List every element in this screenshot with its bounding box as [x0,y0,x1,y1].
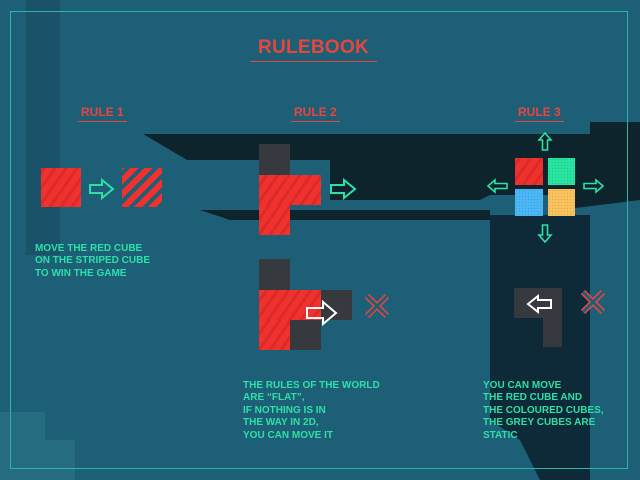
rule-3-heading: RULE 3 [515,105,564,122]
striped-target-cube [122,168,162,207]
yellow-cube [548,189,575,216]
grey-cube [543,318,562,347]
rule-2-text: THE RULES OF THE WORLD ARE “FLAT”, IF NO… [243,380,380,441]
rule-2-heading: RULE 2 [291,105,340,122]
red-cube [259,175,321,205]
rule-1-heading: RULE 1 [78,105,127,122]
green-cube [548,158,575,185]
arrow-right-icon [330,178,357,200]
arrow-left-icon [526,294,552,314]
arrow-down-icon [537,224,553,243]
arrow-right-icon [306,300,338,326]
rule-3-text: YOU CAN MOVE THE RED CUBE AND THE COLOUR… [483,380,604,441]
blocked-x-icon [364,293,390,319]
arrow-right-icon [583,178,604,194]
arrow-right-icon [89,178,115,200]
red-cube [259,320,290,350]
grey-cube [259,144,290,175]
blocked-x-icon [580,289,606,315]
arrow-up-icon [537,132,553,151]
page-title: RULEBOOK [250,37,377,62]
grey-cube [290,320,321,350]
rule-1-text: MOVE THE RED CUBE ON THE STRIPED CUBE TO… [35,243,151,279]
red-cube [259,205,290,235]
red-cube [515,158,543,185]
blue-cube [515,189,543,216]
rulebook-frame [10,11,628,469]
red-cube [41,168,81,207]
grey-cube [259,259,290,290]
red-cube [259,290,321,320]
arrow-left-icon [487,178,508,194]
